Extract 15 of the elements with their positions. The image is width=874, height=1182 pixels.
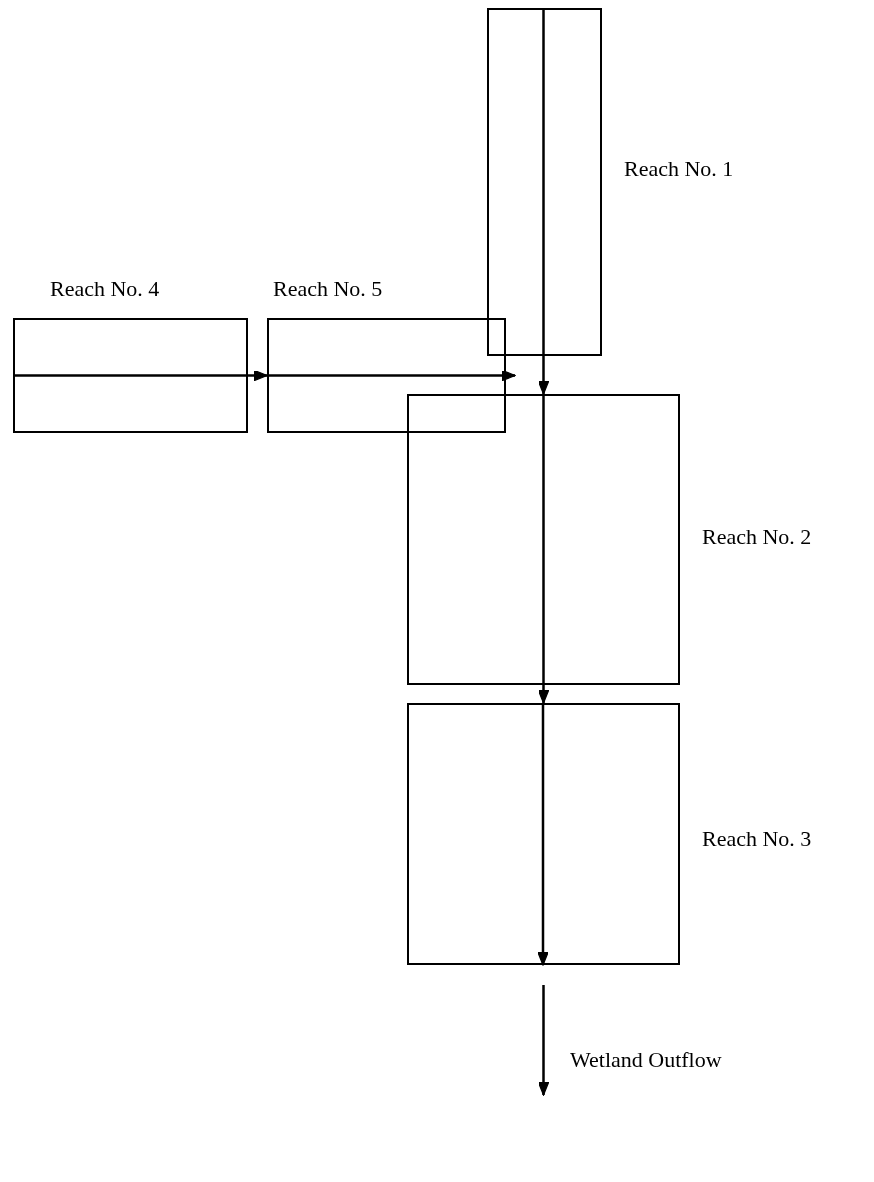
reach-label: Reach No. 5 <box>273 277 383 302</box>
arrow <box>13 369 268 382</box>
reach-label: Reach No. 2 <box>702 525 812 550</box>
reach-label: Reach No. 1 <box>624 157 734 182</box>
reach-box <box>267 318 506 433</box>
arrow <box>537 985 550 1096</box>
reach-box <box>407 703 680 965</box>
arrow <box>267 369 516 382</box>
reach-label: Reach No. 4 <box>50 277 160 302</box>
arrow <box>537 394 550 704</box>
reach-box <box>407 394 680 685</box>
reach-box <box>13 318 248 433</box>
arrow <box>537 8 550 395</box>
reach-box <box>487 8 602 356</box>
reach-label: Reach No. 3 <box>702 827 812 852</box>
